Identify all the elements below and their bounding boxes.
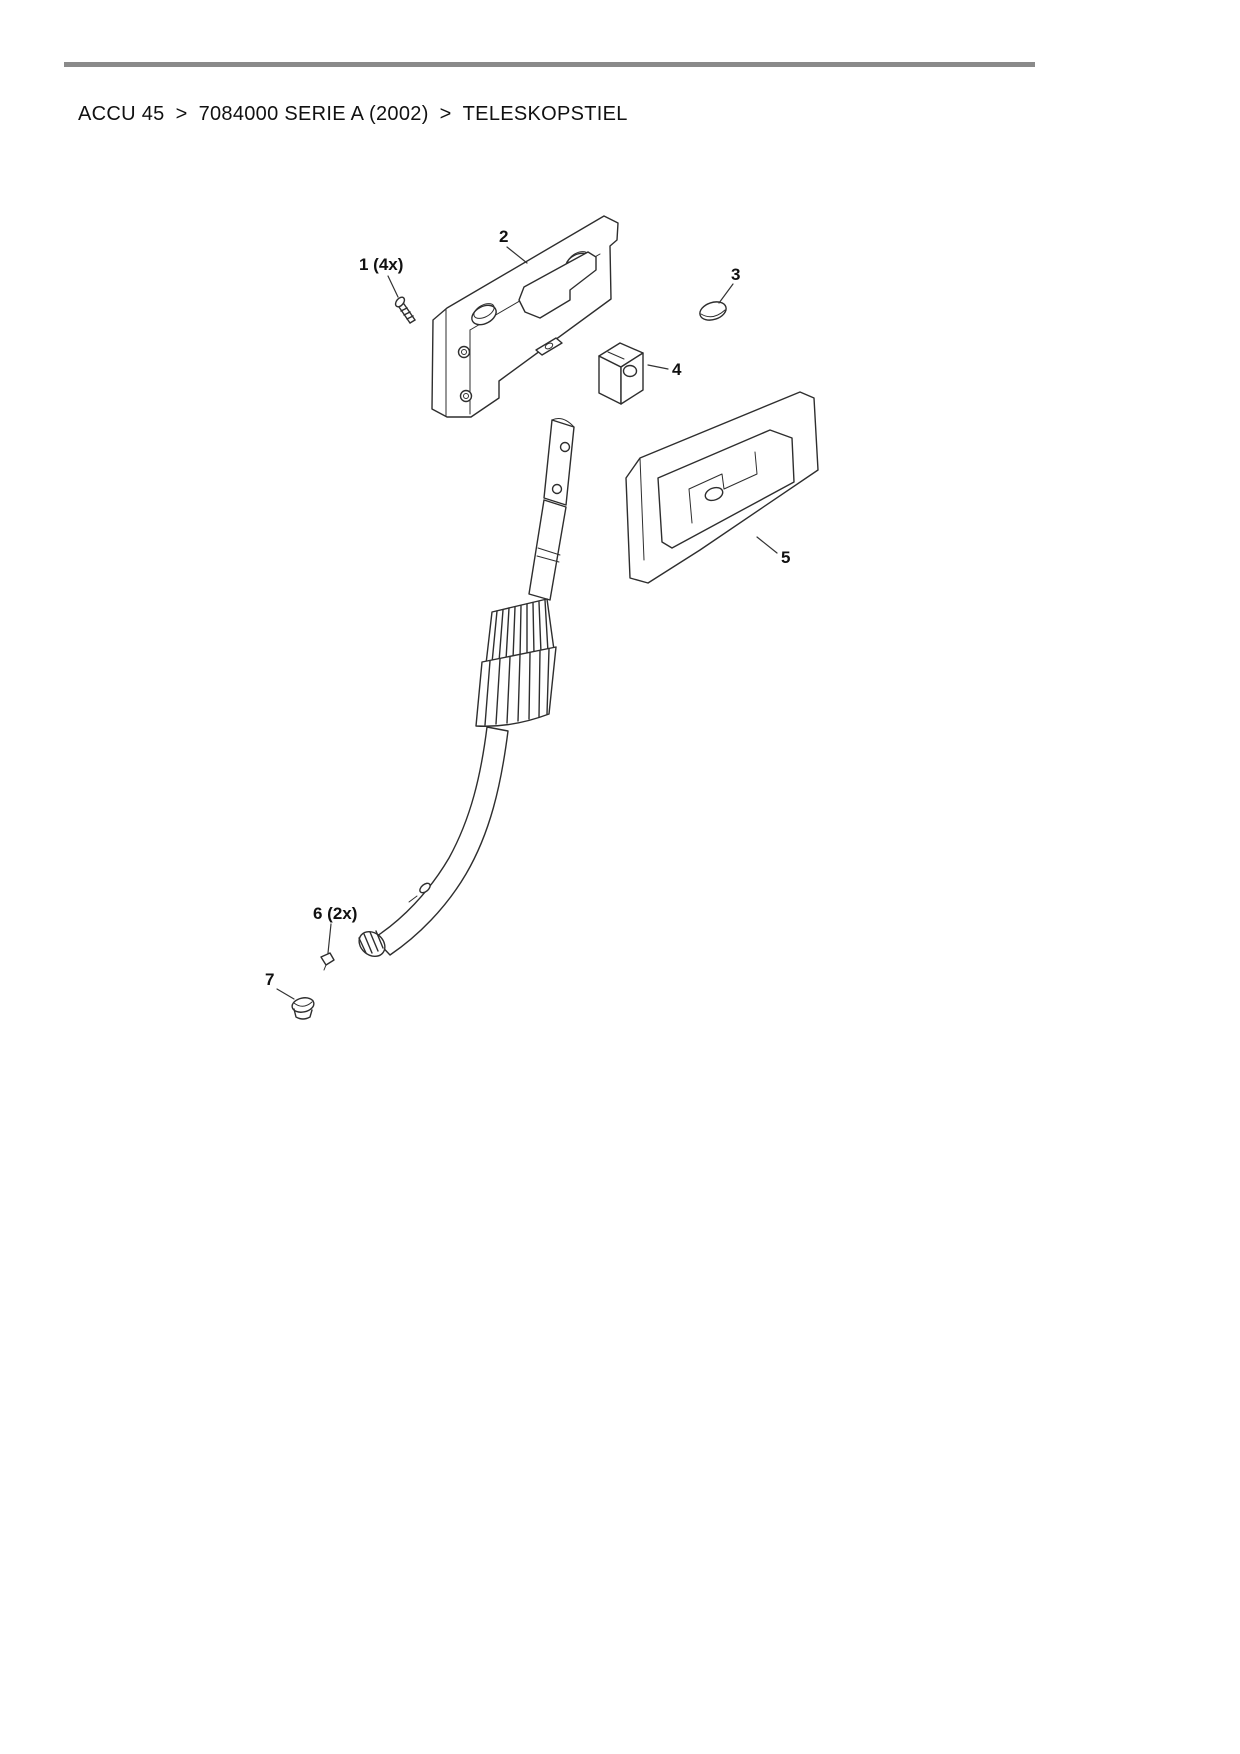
shaft-drawing [358,418,575,958]
part-5-oval-hole [704,486,724,502]
cap-rim [700,309,726,318]
callout-5-leader [756,536,778,554]
part-5-drawing [625,391,819,584]
part-1-drawing [394,296,416,324]
shaft-upper-cap [551,418,575,428]
part-6-drawing [320,952,335,971]
breadcrumb-series: 7084000 SERIE A (2002) [198,103,429,125]
shaft-detail-line [408,895,418,903]
part-2-boss-small-2 [459,389,473,403]
screw-threads [400,307,416,324]
callout-6: 6 (2x) [313,904,357,954]
cap-outline [699,301,727,321]
callout-4-leader [647,364,669,370]
callout-7: 7 [265,970,295,1000]
callout-7-label: 7 [265,970,274,989]
grip-knurl-upper-ribs [491,599,549,664]
part-7-rim [293,1001,313,1007]
grip-skirt-ribs [484,648,550,726]
shaft-hole-1 [559,441,571,453]
part-5-step-cutout [688,451,758,524]
part-7-drawing [291,997,315,1020]
screw-head [394,296,406,308]
part-4-hole [622,364,638,378]
part-2-boss-small-2-hole [463,393,469,399]
part-2-boss-left-rim [473,303,495,319]
shaft-button-hole [419,882,431,894]
top-rule [64,62,1035,67]
part-2-boss-left [471,304,497,326]
breadcrumb-separator: > [175,103,188,125]
shaft-middle-tube [528,499,567,601]
shaft-hole-2 [551,483,563,495]
part-2-boss-small-1 [457,345,471,359]
callout-2-label: 2 [499,227,508,246]
shaft-spline-ridges [358,930,384,954]
part-2-drawing [431,215,619,418]
part-5-edge-line [639,457,645,561]
callout-3: 3 [718,265,740,304]
part-6-clip [320,952,335,966]
shaft-joint-line-1 [537,547,561,556]
part-4-notch [607,351,625,360]
callout-4-label: 4 [672,360,682,379]
callout-3-leader [718,283,734,304]
shaft-lower-tube [373,726,509,956]
part-2-outline [431,215,619,418]
callout-1-leader [387,275,399,298]
part-2-tab [535,337,563,356]
breadcrumb-separator: > [439,103,452,125]
callout-6-label: 6 (2x) [313,904,357,923]
shaft-joint-line-2 [536,555,560,563]
part-7-stem [293,1008,313,1020]
part-6-clip-leg [323,964,327,971]
callout-6-leader [327,923,332,954]
part-2-cutout [518,251,597,319]
callout-5-label: 5 [781,548,790,567]
callout-7-leader [276,988,295,1000]
part-2-tab-slot [544,342,554,350]
grip-skirt [475,646,557,727]
part-4-drawing [598,342,644,405]
breadcrumb-section: TELESKOPSTIEL [462,103,628,125]
part-7-head [291,997,315,1013]
callout-5: 5 [756,536,790,567]
part-2-boss-small-1-hole [461,349,467,355]
callout-3-label: 3 [731,265,740,284]
breadcrumb-model: ACCU 45 [78,103,165,125]
callout-4: 4 [647,360,682,379]
callout-2: 2 [499,227,528,264]
part-3-drawing [699,301,727,321]
shaft-upper-tube [543,419,575,506]
callout-2-leader [506,246,528,264]
callout-1: 1 (4x) [359,255,403,298]
callout-1-label: 1 (4x) [359,255,403,274]
callouts: 1 (4x) 2 3 4 5 6 (2x) [265,227,790,1000]
breadcrumb: ACCU 45 >7084000 SERIE A (2002) > TELESKOPS… [78,103,628,126]
